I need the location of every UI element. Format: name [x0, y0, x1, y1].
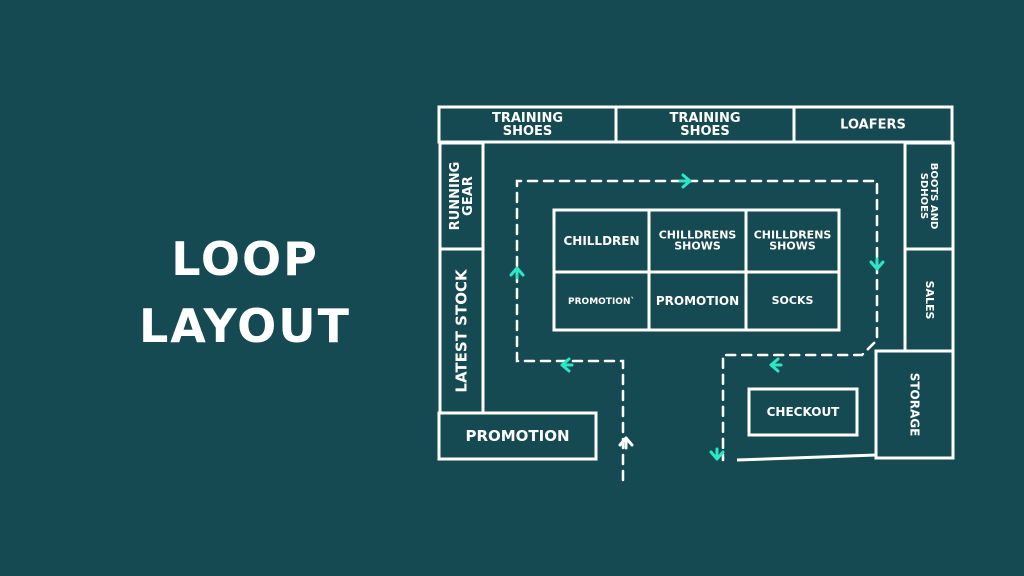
- fixture-label-checkout: CHECKOUT: [767, 405, 841, 419]
- arrow-left-icon: [769, 357, 783, 373]
- fixture-label-center-promotion-small: PROMOTION`: [568, 296, 635, 307]
- fixture-label-loafers: LOAFERS: [840, 117, 906, 132]
- fixture-label-promotion-entrance: PROMOTION: [465, 427, 569, 445]
- checkout-counter-line: [736, 453, 877, 462]
- arrow-up-icon: [509, 266, 525, 280]
- fixture-loafers: [792, 105, 954, 144]
- fixture-label-center-promotion: PROMOTION: [656, 294, 739, 308]
- fixture-center-socks: [744, 270, 841, 332]
- arrow-up-icon: [618, 436, 634, 450]
- title-line-2: LAYOUT: [138, 299, 351, 353]
- title-line-1: LOOP: [171, 232, 319, 286]
- arrow-right-icon: [678, 173, 692, 189]
- fixture-label-latest-stock: LATEST STOCK: [452, 268, 470, 393]
- arrow-down-icon: [709, 447, 725, 461]
- fixture-label-storage: STORAGE: [908, 373, 922, 437]
- fixture-storage: [874, 349, 955, 460]
- fixture-label-running-gear: RUNNINGGEAR: [448, 162, 476, 231]
- fixture-promotion-entrance: [437, 411, 598, 461]
- fixture-label-center-socks: SOCKS: [772, 294, 814, 307]
- fixture-label-sales: SALES: [923, 281, 936, 320]
- arrow-left-icon: [560, 357, 574, 373]
- arrow-down-icon: [869, 257, 885, 271]
- fixture-checkout: [747, 387, 859, 437]
- fixture-label-center-chilldren: CHILLDREN: [563, 234, 639, 248]
- fixture-label-boots-and-sdhoes: BOOTS ANDSDHOES: [918, 163, 939, 230]
